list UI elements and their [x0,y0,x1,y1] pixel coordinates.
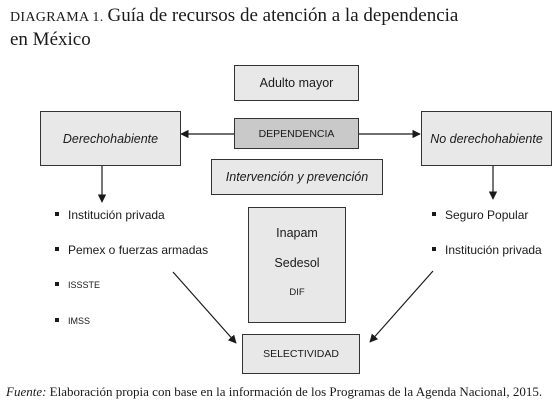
box-dependencia: DEPENDENCIA [234,118,359,149]
box-intervencion-prevencion: Intervención y prevención [211,159,383,195]
box-derechohabiente: Derechohabiente [40,111,181,166]
source-note: Fuente: Elaboración propia con base en l… [6,384,542,400]
program-sedesol: Sedesol [274,256,320,270]
list-item-label: Institución privada [68,208,165,222]
box-no-derechohabiente: No derechohabiente [421,111,552,166]
diagram-number: DIAGRAMA 1. [10,10,104,25]
bullet-icon [432,247,436,251]
diagram-title: DIAGRAMA 1.Guía de recursos de atención … [10,5,550,51]
list-item-label: Pemex o fuerzas armadas [68,243,209,257]
diagram-title-line2: en México [10,29,91,50]
list-item-label: Institución privada [445,243,542,257]
diagram-title-text: Guía de recursos de atención a la depend… [107,5,459,26]
source-text: Elaboración propia con base en la inform… [49,384,543,399]
list-item-label: ISSSTE [68,280,101,290]
source-label: Fuente: [6,384,47,399]
bullet-icon [55,282,59,286]
bullet-icon [55,212,59,216]
bullet-icon [432,212,436,216]
list-item-label: IMSS [68,316,91,326]
box-adulto-mayor: Adulto mayor [234,65,359,101]
program-inapam: Inapam [276,226,318,240]
bullet-icon [55,247,59,251]
bullet-icon [55,318,59,322]
box-programas: Inapam Sedesol DIF [248,207,346,323]
arrow-right-to-selectividad [369,270,434,343]
arrow-left-to-selectividad [172,271,237,344]
program-dif: DIF [289,287,305,298]
list-item-label: Seguro Popular [445,208,529,222]
box-selectividad: SELECTIVIDAD [242,334,360,374]
